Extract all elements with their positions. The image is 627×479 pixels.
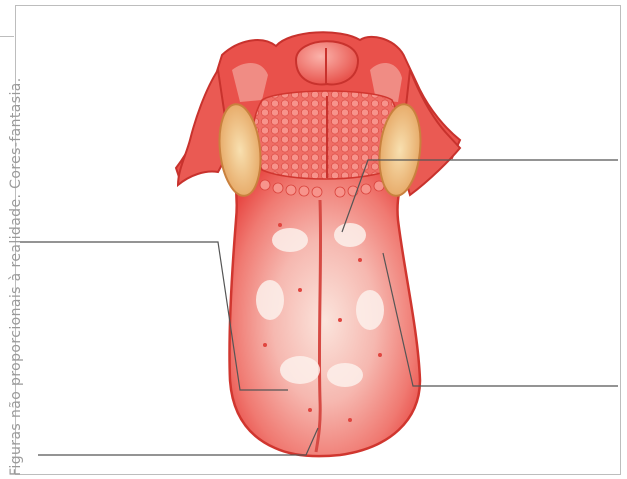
tongue-diagram — [0, 0, 627, 479]
